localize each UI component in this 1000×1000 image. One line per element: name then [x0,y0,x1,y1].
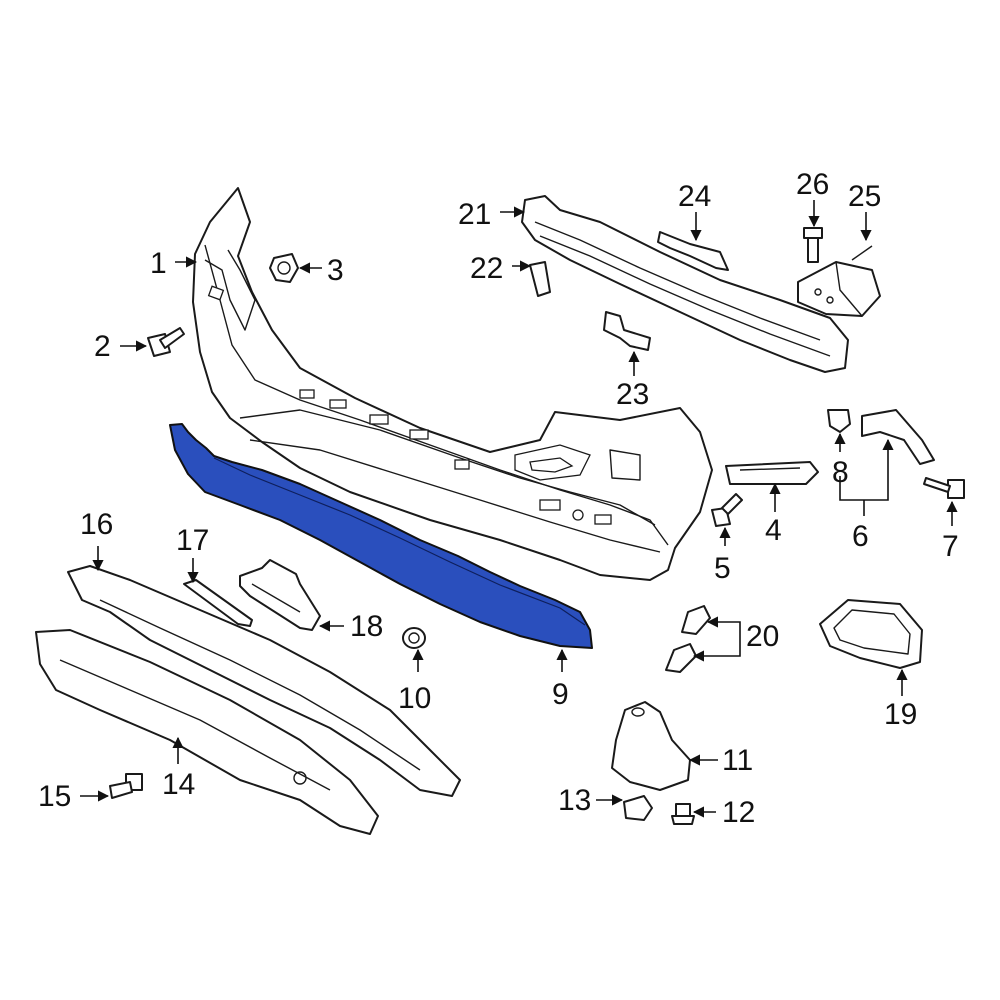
clip-part-12[interactable] [671,803,695,825]
callout-6[interactable]: 6 [852,520,869,553]
callout-2[interactable]: 2 [94,330,111,363]
callout-11[interactable]: 11 [722,744,753,777]
reinforcement-beam-part-21[interactable] [521,195,849,373]
valance-part-9-highlighted[interactable] [169,423,593,649]
bolt-part-15[interactable] [109,773,143,799]
diffuser-part-14[interactable] [35,629,379,835]
callout-14[interactable]: 14 [162,768,195,801]
sensor-part-24[interactable] [657,231,729,271]
callout-20[interactable]: 20 [746,620,779,653]
callout-26[interactable]: 26 [796,168,829,201]
nut-part-3[interactable] [269,253,299,283]
leader-lines [80,200,958,818]
screw-part-5[interactable] [711,493,743,527]
splash-shield-part-11[interactable] [611,701,691,791]
side-bracket-part-6[interactable] [861,409,935,465]
callout-22[interactable]: 22 [470,252,503,285]
callout-21[interactable]: 21 [458,198,491,231]
reflector-part-4[interactable] [725,461,819,485]
callout-12[interactable]: 12 [722,796,755,829]
callout-3[interactable]: 3 [327,254,344,287]
clip-part-22[interactable] [529,261,551,297]
screw-part-7[interactable] [923,477,965,499]
callout-25[interactable]: 25 [848,180,881,213]
bolt-part-26[interactable] [803,227,823,263]
covers-part-20[interactable] [665,605,711,673]
callout-17[interactable]: 17 [176,524,209,557]
callout-10[interactable]: 10 [398,682,431,715]
callout-23[interactable]: 23 [616,378,649,411]
bracket-part-23[interactable] [603,311,651,351]
push-pin-part-8[interactable] [827,409,851,433]
callout-4[interactable]: 4 [765,514,782,547]
lower-support-part-16[interactable] [67,565,461,797]
bumper-cover-part-1[interactable] [192,187,713,581]
callout-labels: 1 2 3 4 5 6 7 8 9 10 11 12 13 14 15 16 1… [38,168,959,829]
callout-8[interactable]: 8 [832,456,849,489]
callout-24[interactable]: 24 [678,180,711,213]
reflector-part-18[interactable] [239,559,321,631]
grommet-part-10[interactable] [402,627,426,649]
callout-18[interactable]: 18 [350,610,383,643]
callout-1[interactable]: 1 [150,247,167,280]
callout-19[interactable]: 19 [884,698,917,731]
mounting-bracket-part-25[interactable] [797,245,881,317]
callout-5[interactable]: 5 [714,552,731,585]
screw-part-2[interactable] [147,327,185,357]
callout-13[interactable]: 13 [558,784,591,817]
callout-9[interactable]: 9 [552,678,569,711]
callout-7[interactable]: 7 [942,530,959,563]
nut-part-13[interactable] [623,795,653,821]
bezel-part-19[interactable] [819,599,923,669]
callout-15[interactable]: 15 [38,780,71,813]
callout-16[interactable]: 16 [80,508,113,541]
